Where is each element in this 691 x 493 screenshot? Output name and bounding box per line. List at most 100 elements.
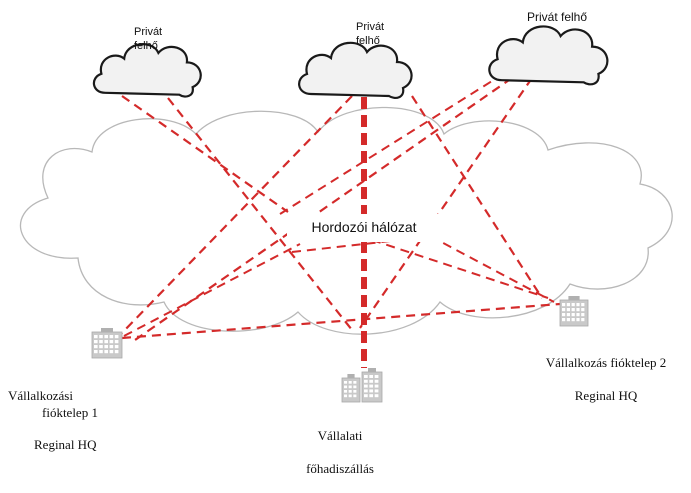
building-window — [374, 379, 379, 383]
building-window — [576, 318, 580, 322]
private-cloud-3-icon — [488, 25, 609, 86]
branch-1-label-line-2: fióktelep 1 — [42, 404, 98, 420]
building-window — [571, 308, 575, 312]
building-window — [374, 384, 379, 388]
building-window — [566, 308, 570, 312]
branch-1-label-line-1: Vállalkozási — [8, 388, 73, 404]
building-window — [94, 345, 98, 349]
building-window — [576, 303, 580, 307]
building-window — [104, 345, 108, 349]
headquarters-office-building-icon — [341, 374, 361, 403]
cloud-outline — [488, 25, 609, 86]
building-window — [562, 318, 566, 322]
building-window — [571, 313, 575, 317]
headquarters-label: Vállalati főhadiszállás — [290, 412, 390, 493]
building-window — [348, 394, 352, 398]
building-window — [353, 394, 357, 398]
building-window — [114, 345, 119, 349]
building-window — [374, 375, 379, 378]
building-window — [348, 385, 352, 389]
building-window — [348, 390, 352, 393]
building-window — [344, 394, 348, 398]
private-cloud-1-label: Privát felhő — [134, 26, 163, 52]
building-window — [104, 350, 108, 354]
building-window — [99, 335, 103, 339]
building-window — [571, 318, 575, 322]
building-window — [104, 340, 108, 344]
network-link — [429, 235, 555, 303]
headquarters-label-line-2: főhadiszállás — [306, 460, 374, 476]
branch-1-office-building-icon — [91, 328, 123, 359]
building-window — [571, 303, 575, 307]
building-window — [369, 394, 374, 398]
building-window — [566, 303, 570, 307]
building-window — [109, 340, 114, 344]
building-window — [344, 390, 348, 393]
private-cloud-1-icon — [92, 43, 202, 98]
network-link — [371, 239, 549, 299]
private-cloud-2-label: Privát felhő — [356, 21, 385, 47]
building-window — [104, 335, 108, 339]
building-window — [374, 394, 379, 398]
building-window — [364, 389, 368, 393]
building-roof — [568, 296, 580, 300]
headquarters-label-line-1: Vállalati — [317, 428, 363, 444]
branch-1-label: Vállalkozási fióktelep 1 Reginal HQ — [8, 372, 158, 470]
network-link — [121, 302, 561, 340]
branch-2-label: Vállalkozás fióktelep 2 Reginal HQ — [520, 339, 691, 420]
private-cloud-2-icon — [298, 41, 413, 99]
building-window — [581, 318, 585, 322]
network-links — [119, 75, 561, 368]
building-window — [109, 350, 114, 354]
building-window — [581, 308, 585, 312]
building-window — [114, 340, 119, 344]
branch-2-label-line-1: Vállalkozás fióktelep 2 — [545, 355, 667, 371]
building-window — [99, 345, 103, 349]
building-window — [344, 385, 348, 389]
building-window — [562, 303, 566, 307]
building-window — [94, 350, 98, 354]
carrier-network-label: Hordozói hálózat — [287, 214, 441, 242]
building-window — [348, 381, 352, 384]
building-roof — [368, 368, 376, 372]
building-window — [566, 318, 570, 322]
cloud-outline — [298, 41, 413, 99]
building-window — [109, 345, 114, 349]
branch-2-office-building-icon — [559, 296, 589, 327]
building-window — [94, 340, 98, 344]
building-window — [353, 390, 357, 393]
private-cloud-3-label: Privát felhő — [527, 10, 588, 24]
cloud-outline — [92, 43, 202, 98]
building-window — [364, 384, 368, 388]
building-window — [581, 313, 585, 317]
building-window — [114, 335, 119, 339]
building-window — [369, 389, 374, 393]
building-window — [562, 313, 566, 317]
network-link — [167, 97, 353, 331]
headquarters-office-building-icon — [361, 368, 383, 403]
building-window — [99, 350, 103, 354]
building-window — [581, 303, 585, 307]
network-link — [411, 95, 543, 299]
network-link — [359, 77, 533, 329]
building-window — [344, 381, 348, 384]
building-window — [364, 394, 368, 398]
building-window — [94, 335, 98, 339]
network-link — [279, 75, 501, 215]
building-window — [562, 308, 566, 312]
building-window — [374, 389, 379, 393]
building-window — [369, 379, 374, 383]
building-window — [99, 340, 103, 344]
building-window — [114, 350, 119, 354]
branch-2-label-line-2: Reginal HQ — [574, 387, 638, 403]
building-roof — [347, 374, 355, 378]
building-window — [576, 313, 580, 317]
building-window — [364, 379, 368, 383]
branch-1-label-line-3: Reginal HQ — [34, 437, 97, 452]
building-window — [364, 375, 368, 378]
building-window — [353, 381, 357, 384]
network-link — [123, 243, 301, 337]
building-window — [369, 375, 374, 378]
building-roof — [101, 328, 113, 332]
network-link — [119, 95, 353, 336]
